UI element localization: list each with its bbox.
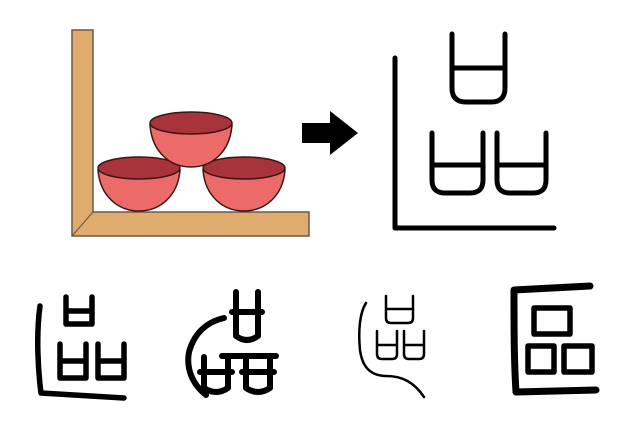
bowl-body [149,124,233,168]
bowl-rim [202,156,286,180]
bowl-bottom-left [97,156,181,212]
oracle-right-cup [95,341,127,381]
bronze-left-cup [197,354,235,395]
right-arrow-icon [302,111,358,155]
bowl-body [202,169,286,212]
seal-top-cup [384,294,415,325]
ou-bronze-form [185,289,279,398]
ou-seal-form [358,294,426,399]
ou-clerical-form [510,282,600,396]
corner-inner-diagonal [71,211,94,237]
bronze-top-cup [229,289,265,343]
clerical-top-box [531,305,573,337]
clerical-left-box [525,343,557,375]
bowl-rim [97,156,181,180]
oracle-top-cup [63,294,95,327]
oracle-left-cup [57,341,89,381]
wooden-corner [71,29,310,237]
bowl-rim [149,111,233,135]
stylized-top-cup [449,31,508,105]
seal-left-cup [375,329,399,361]
stylized-right-cup [494,130,549,196]
seal-corner-stroke [358,301,426,399]
oracle-corner-stroke [35,303,127,401]
bronze-corner-stroke [185,315,227,398]
ou-oracle-bone-form [35,294,127,401]
bowl-top [149,111,233,168]
bowl-bottom-right [202,156,286,212]
bowl-body [97,169,181,212]
clerical-corner-stroke [510,282,600,396]
seal-right-cup [402,329,426,361]
bronze-right-cup [239,354,277,395]
clerical-right-box [561,343,595,375]
stylized-corner-stroke [392,55,557,231]
ou-character-stylized [392,31,557,231]
stylized-left-cup [429,130,486,196]
bowls-in-corner-pictograph [71,29,310,237]
